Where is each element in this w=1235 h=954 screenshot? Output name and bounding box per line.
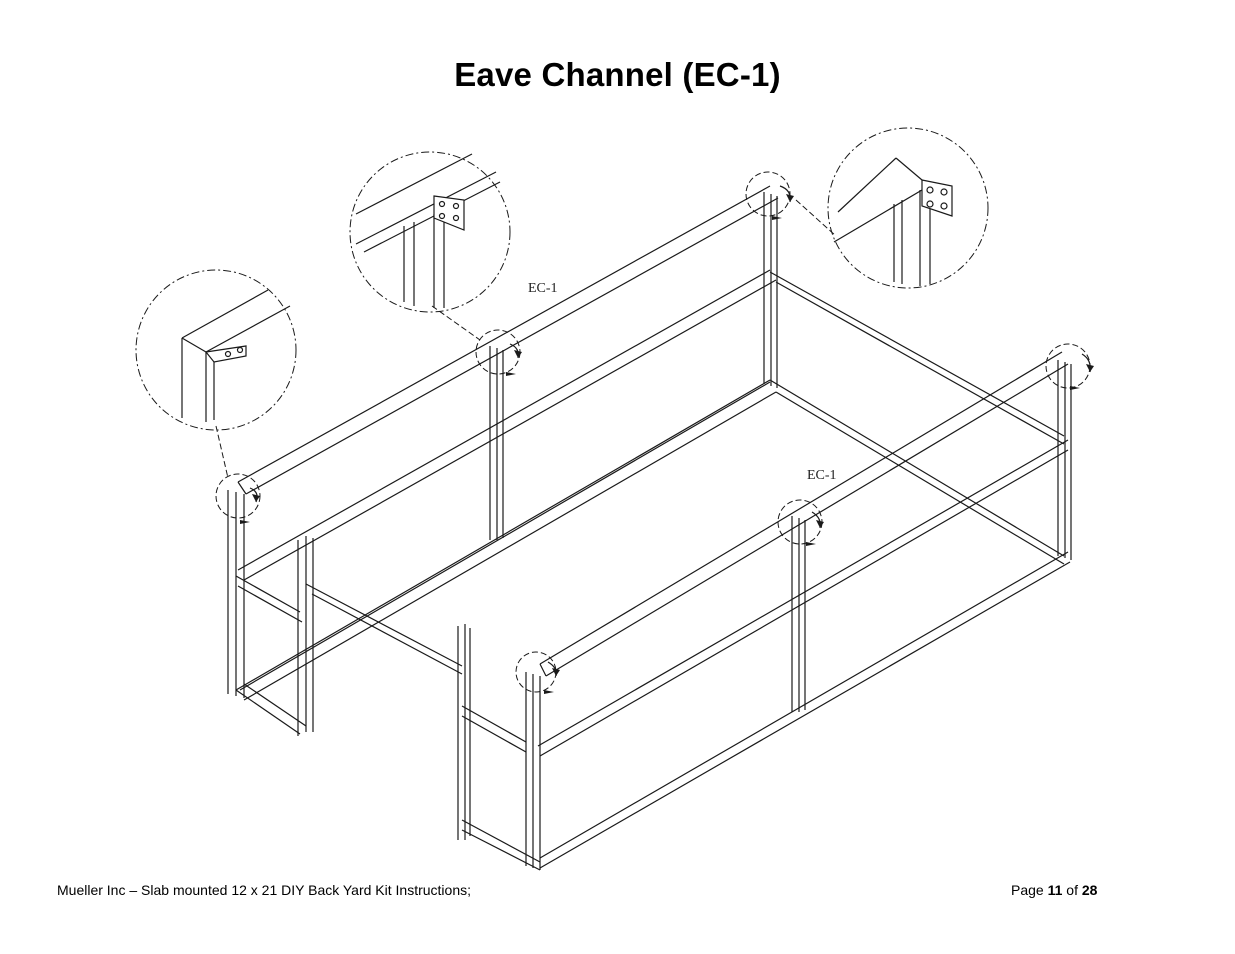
page-current: 11 xyxy=(1047,882,1063,898)
label-ec1-back: EC-1 xyxy=(528,281,558,296)
front-wall-frame xyxy=(462,352,1071,870)
detail-view-right xyxy=(828,128,988,288)
page-prefix: Page xyxy=(1011,882,1044,898)
back-wall-frame xyxy=(228,186,778,700)
footer-page-number: Page 11 of 28 xyxy=(1011,882,1097,898)
callout-markers xyxy=(216,172,1090,692)
detail-view-center xyxy=(350,152,510,312)
label-ec1-front: EC-1 xyxy=(807,468,837,483)
page-title: Eave Channel (EC-1) xyxy=(454,56,781,93)
footer-document-title: Mueller Inc – Slab mounted 12 x 21 DIY B… xyxy=(57,882,471,898)
page-total: 28 xyxy=(1081,882,1098,898)
base-track-frame xyxy=(236,272,1064,840)
curved-rotation-arrow-icons xyxy=(250,186,1090,676)
page-of: of xyxy=(1066,882,1078,898)
callout-leaders xyxy=(216,200,836,478)
detail-view-left xyxy=(136,270,296,430)
